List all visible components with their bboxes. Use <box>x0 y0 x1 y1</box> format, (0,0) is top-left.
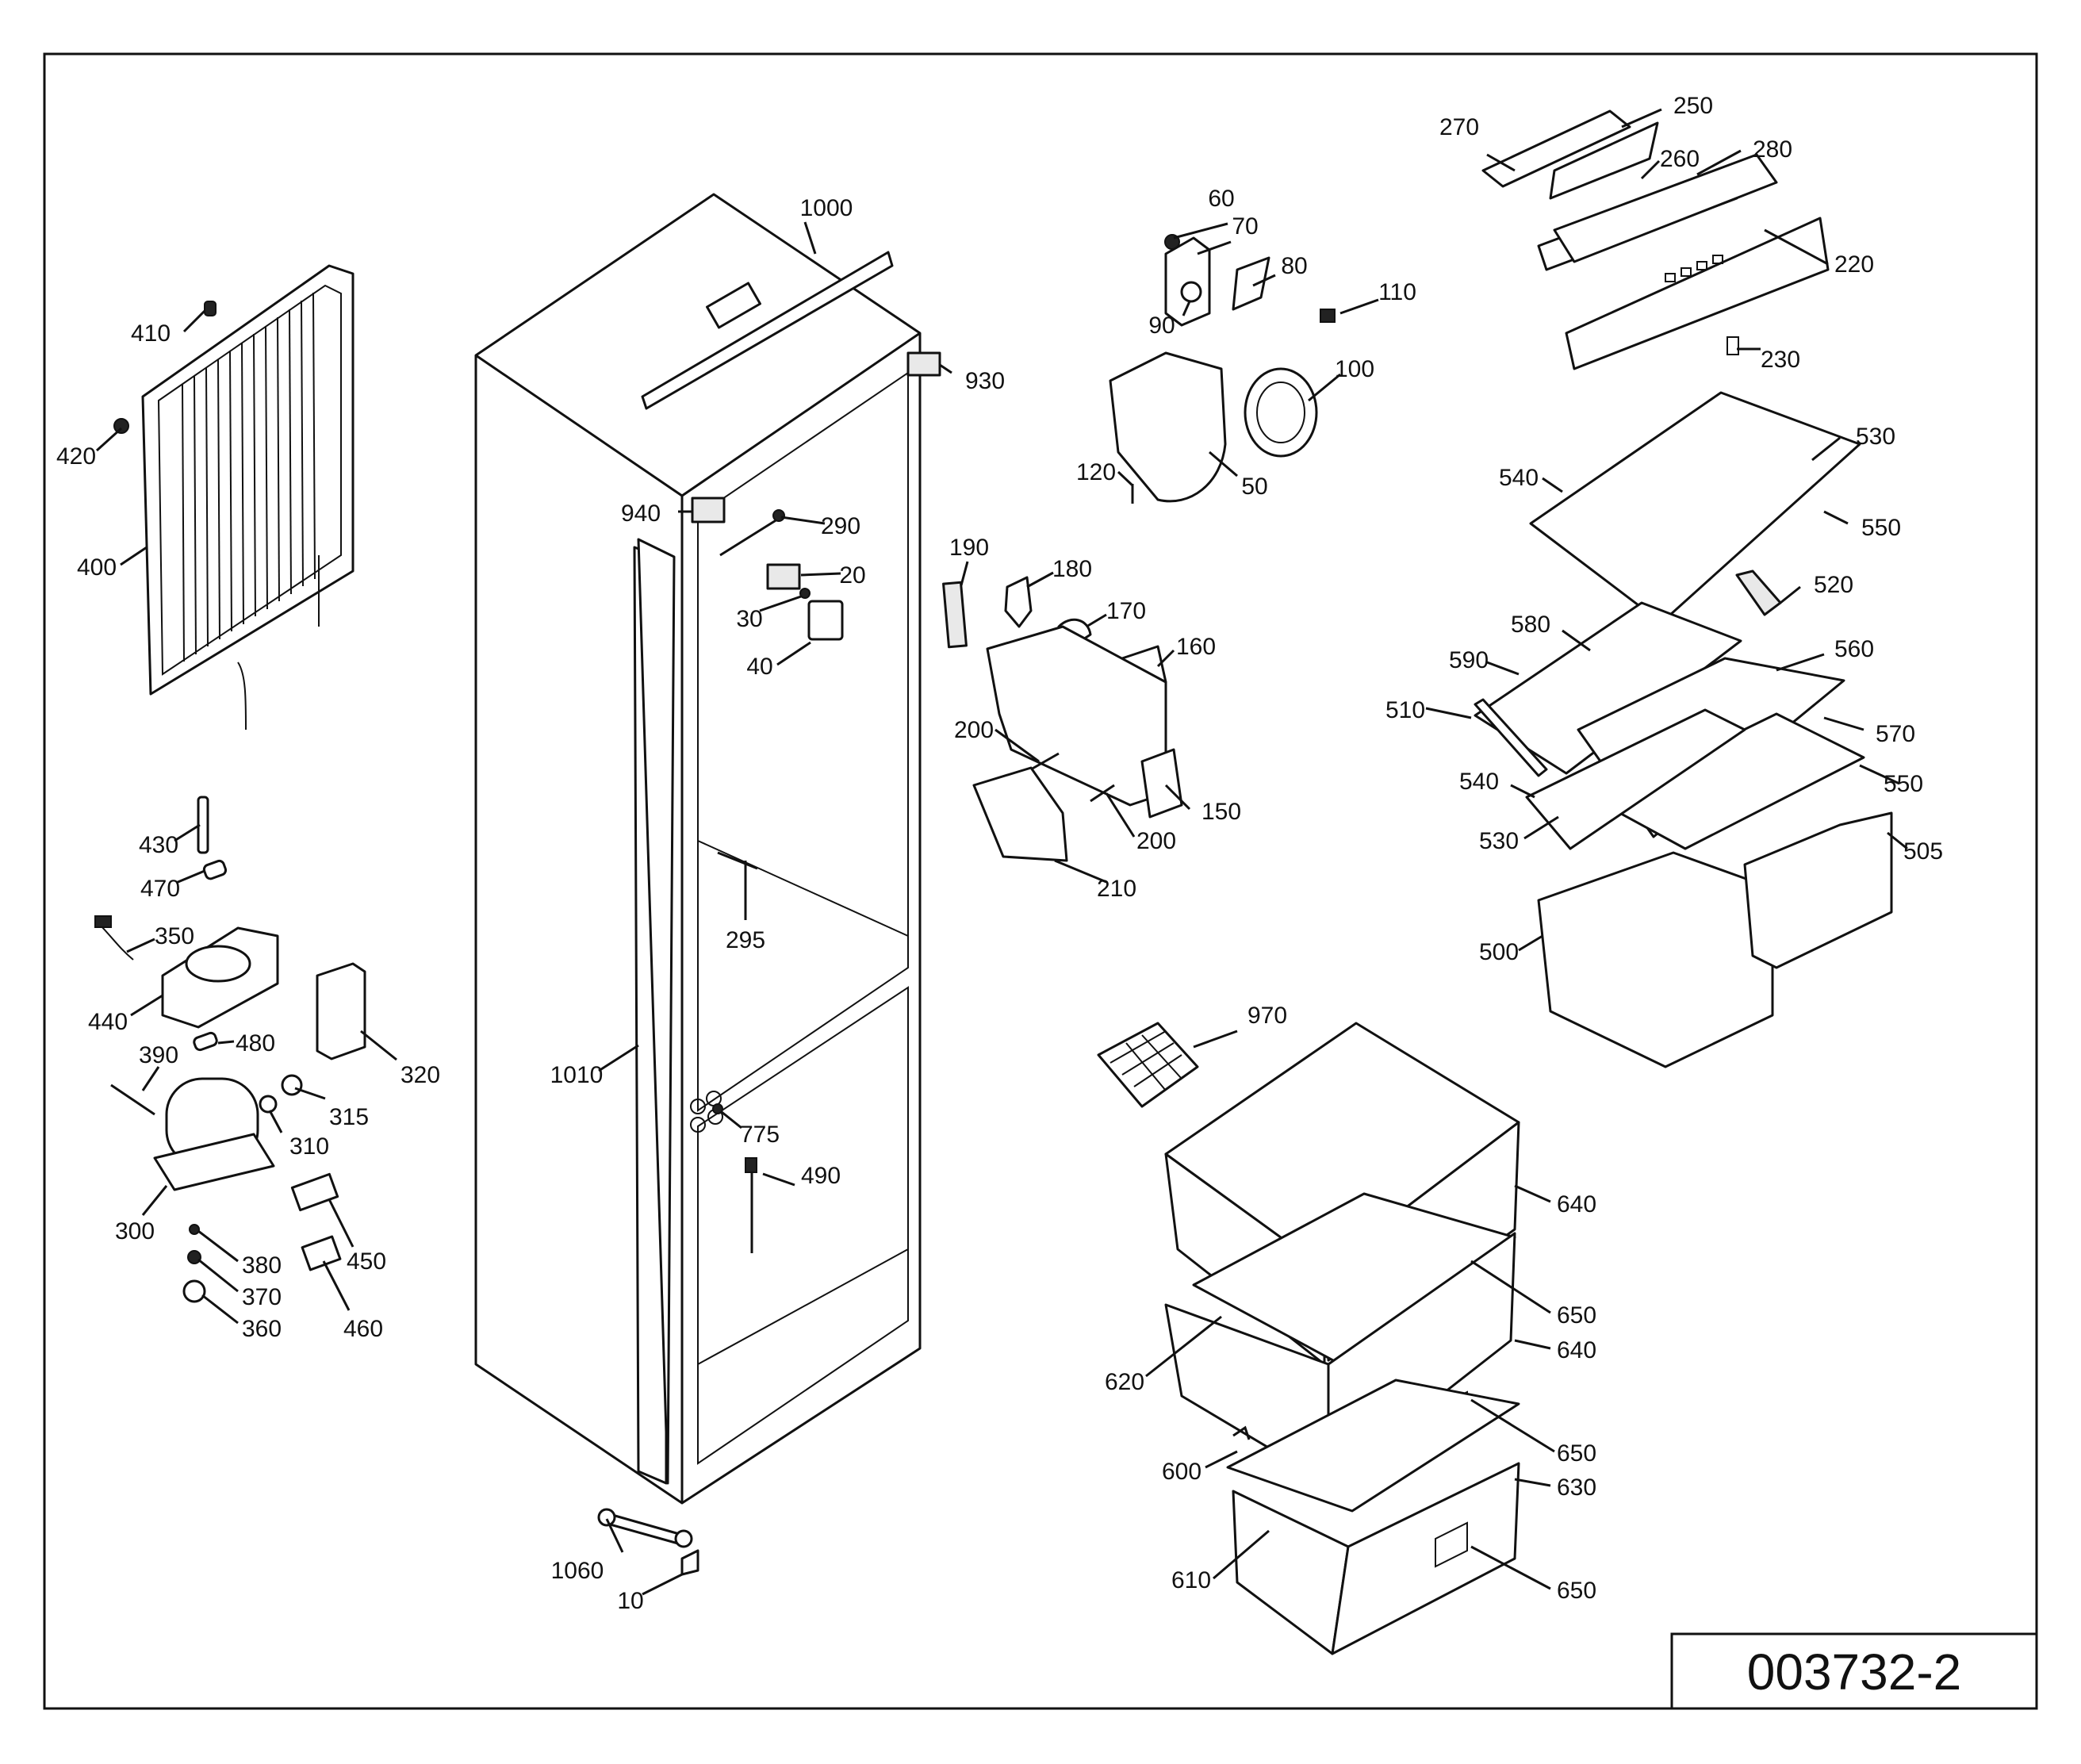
label-480: 480 <box>236 1030 275 1056</box>
label-390: 390 <box>139 1042 178 1068</box>
label-210: 210 <box>1097 876 1136 902</box>
label-80: 80 <box>1281 253 1307 279</box>
label-200a: 200 <box>954 717 994 743</box>
label-110: 110 <box>1378 279 1416 305</box>
label-370: 370 <box>242 1284 282 1310</box>
label-220: 220 <box>1834 251 1874 278</box>
label-930: 930 <box>965 368 1005 394</box>
label-775: 775 <box>740 1122 780 1148</box>
label-550a: 550 <box>1861 515 1901 541</box>
label-270: 270 <box>1439 114 1479 140</box>
label-320: 320 <box>400 1062 440 1088</box>
label-300: 300 <box>115 1218 155 1244</box>
label-500: 500 <box>1479 939 1519 965</box>
label-450: 450 <box>347 1248 386 1275</box>
label-290: 290 <box>821 513 860 539</box>
label-350: 350 <box>155 923 194 949</box>
label-360: 360 <box>242 1316 282 1342</box>
drawing-code: 003732-2 <box>1747 1643 1961 1701</box>
label-520: 520 <box>1814 572 1853 598</box>
label-940: 940 <box>621 500 661 527</box>
label-470: 470 <box>140 876 180 902</box>
label-970: 970 <box>1247 1003 1287 1029</box>
label-295: 295 <box>726 927 765 953</box>
label-180: 180 <box>1052 556 1092 582</box>
label-650c: 650 <box>1557 1578 1596 1604</box>
label-200b: 200 <box>1136 828 1176 854</box>
label-310: 310 <box>289 1133 329 1160</box>
label-560: 560 <box>1834 636 1874 662</box>
label-550b: 550 <box>1884 771 1923 797</box>
label-570: 570 <box>1876 721 1915 747</box>
condenser <box>113 264 354 731</box>
label-250: 250 <box>1673 93 1713 119</box>
label-20: 20 <box>839 562 865 589</box>
label-590: 590 <box>1449 647 1489 673</box>
leader-lines <box>95 108 1908 1596</box>
compressor-group <box>94 796 366 1303</box>
label-640b: 640 <box>1557 1337 1596 1363</box>
fan-assembly <box>1109 234 1336 504</box>
refrigerator-cabinet <box>474 193 941 1505</box>
label-230: 230 <box>1761 347 1800 373</box>
label-505: 505 <box>1903 838 1943 865</box>
label-490: 490 <box>801 1163 841 1189</box>
wrench-and-foot <box>597 1508 699 1576</box>
label-650b: 650 <box>1557 1440 1596 1467</box>
freezer-drawers <box>1097 1022 1520 1655</box>
label-40: 40 <box>746 654 772 680</box>
label-260: 260 <box>1660 146 1700 172</box>
label-610: 610 <box>1171 1567 1211 1593</box>
label-400: 400 <box>77 554 117 581</box>
label-1060: 1060 <box>551 1558 604 1584</box>
label-190: 190 <box>949 535 989 561</box>
label-510: 510 <box>1385 697 1425 723</box>
label-70: 70 <box>1232 213 1258 240</box>
label-30: 30 <box>736 606 762 632</box>
label-580: 580 <box>1511 612 1550 638</box>
label-630: 630 <box>1557 1474 1596 1501</box>
label-430: 430 <box>139 832 178 858</box>
label-600: 600 <box>1162 1459 1201 1485</box>
drawing-code-box: 003732-2 <box>1670 1632 2038 1710</box>
label-315: 315 <box>329 1104 369 1130</box>
label-460: 460 <box>343 1316 383 1342</box>
label-540a: 540 <box>1499 465 1539 491</box>
label-380: 380 <box>242 1252 282 1279</box>
label-1000: 1000 <box>800 195 853 221</box>
label-160: 160 <box>1176 634 1216 660</box>
label-100: 100 <box>1335 356 1374 382</box>
glass-shelves <box>1474 391 1893 1068</box>
label-410: 410 <box>131 320 171 347</box>
label-650a: 650 <box>1557 1302 1596 1329</box>
part-number-labels: 410 420 400 430 470 350 440 480 390 300 … <box>56 93 1943 1614</box>
label-50: 50 <box>1241 474 1267 500</box>
label-60: 60 <box>1208 186 1234 212</box>
label-620: 620 <box>1105 1369 1144 1395</box>
label-10: 10 <box>617 1588 643 1614</box>
thermostat-housing <box>942 576 1183 862</box>
label-120: 120 <box>1076 459 1116 485</box>
control-panel <box>1481 109 1830 370</box>
label-440: 440 <box>88 1009 128 1035</box>
label-420: 420 <box>56 443 96 470</box>
label-640a: 640 <box>1557 1191 1596 1218</box>
label-90: 90 <box>1148 313 1175 339</box>
drawing-frame <box>43 52 2038 1710</box>
label-170: 170 <box>1106 598 1146 624</box>
label-540b: 540 <box>1459 769 1499 795</box>
label-530b: 530 <box>1479 828 1519 854</box>
label-150: 150 <box>1201 799 1241 825</box>
label-280: 280 <box>1753 136 1792 163</box>
label-530a: 530 <box>1856 424 1895 450</box>
label-1010: 1010 <box>550 1062 604 1088</box>
